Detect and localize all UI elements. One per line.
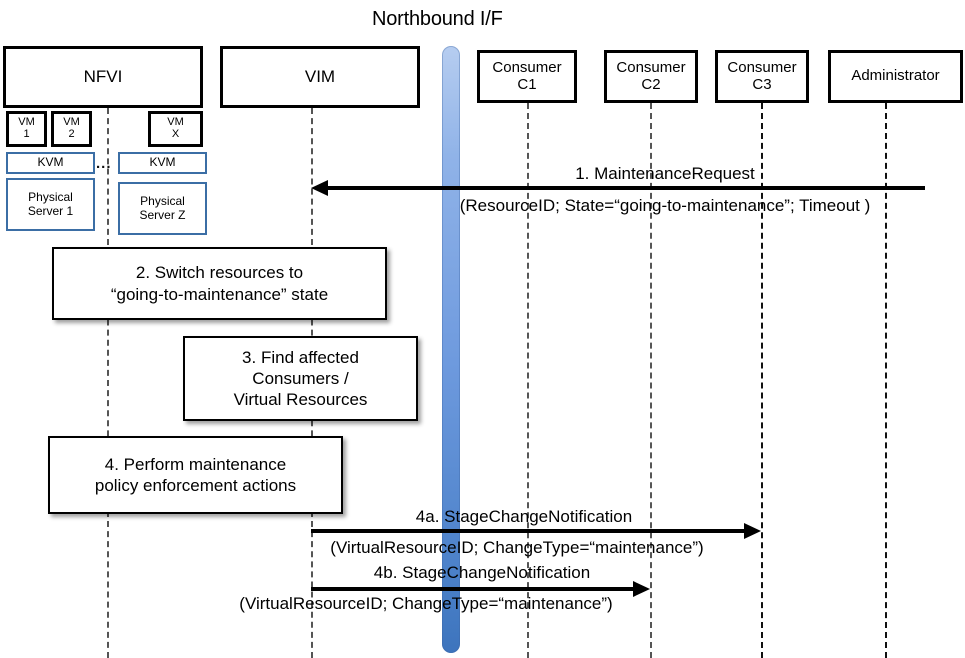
- vm-box-2-line2: 2: [68, 128, 75, 140]
- physical-server-1-box[interactable]: Physical Server 1: [6, 178, 95, 231]
- note-step-4[interactable]: 4. Perform maintenance policy enforcemen…: [48, 436, 343, 514]
- note-step-2-line1: 2. Switch resources to: [135, 263, 304, 283]
- physical-server-z-box[interactable]: Physical Server Z: [118, 182, 207, 235]
- physical-server-z-line2: Server Z: [139, 207, 186, 222]
- note-step-3-line1: 3. Find affected: [242, 347, 359, 367]
- actor-consumer-c2[interactable]: Consumer C2: [604, 50, 698, 103]
- lifeline-administrator: [885, 103, 887, 658]
- actor-consumer-c3[interactable]: Consumer C3: [715, 50, 809, 103]
- vm-box-2[interactable]: VM 2: [51, 111, 92, 147]
- note-step-3-line3: Virtual Resources: [233, 390, 368, 410]
- physical-server-1-line1: Physical: [28, 190, 73, 205]
- lifeline-consumer-c1: [527, 103, 529, 658]
- kvm-box-2-label: KVM: [149, 155, 176, 170]
- actor-consumer-c1[interactable]: Consumer C1: [477, 50, 577, 103]
- actor-consumer-c1-label-line1: Consumer: [492, 58, 562, 76]
- actor-nfvi-label: NFVI: [83, 67, 123, 87]
- message-4b-params: (VirtualResourceID; ChangeType=“maintena…: [239, 594, 613, 613]
- note-step-3-line2: Consumers /: [252, 368, 349, 388]
- ellipsis-separator: ...: [96, 155, 112, 172]
- diagram-title: Northbound I/F: [372, 8, 503, 30]
- kvm-box-1-label: KVM: [37, 155, 64, 170]
- note-step-2-line2: “going-to-maintenance” state: [110, 284, 329, 304]
- vm-box-2-line1: VM: [63, 116, 80, 129]
- physical-server-1-line2: Server 1: [27, 203, 74, 218]
- actor-consumer-c2-label-line2: C2: [641, 75, 661, 93]
- actor-administrator-label: Administrator: [851, 67, 940, 85]
- vm-box-1[interactable]: VM 1: [6, 111, 47, 147]
- actor-nfvi[interactable]: NFVI: [3, 46, 203, 108]
- note-step-4-line1: 4. Perform maintenance: [104, 454, 287, 474]
- note-step-2[interactable]: 2. Switch resources to “going-to-mainten…: [52, 247, 387, 320]
- message-1-label: 1. MaintenanceRequest: [575, 164, 755, 183]
- note-step-3[interactable]: 3. Find affected Consumers / Virtual Res…: [183, 336, 418, 421]
- message-1-arrow-line: [328, 186, 925, 190]
- kvm-box-2[interactable]: KVM: [118, 152, 207, 174]
- message-4a-arrow-head: [744, 523, 761, 539]
- actor-consumer-c3-label-line1: Consumer: [727, 58, 797, 76]
- message-1-params: (ResourceID; State=“going-to-maintenance…: [459, 196, 871, 215]
- actor-consumer-c1-label-line2: C1: [517, 75, 537, 93]
- vm-box-1-line1: VM: [18, 116, 35, 129]
- actor-consumer-c2-label-line1: Consumer: [616, 58, 686, 76]
- message-4b-arrow-line: [311, 587, 633, 591]
- actor-vim-label: VIM: [304, 67, 336, 87]
- kvm-box-1[interactable]: KVM: [6, 152, 95, 174]
- actor-vim[interactable]: VIM: [220, 46, 420, 108]
- lifeline-consumer-c2: [650, 103, 652, 658]
- message-4b-label: 4b. StageChangeNotification: [373, 563, 591, 582]
- lifeline-nfvi: [107, 108, 109, 658]
- note-step-4-line2: policy enforcement actions: [94, 476, 297, 495]
- message-1-arrow-head: [311, 180, 328, 196]
- northbound-interface-bar: [442, 46, 460, 653]
- vm-box-x-line2: X: [171, 128, 180, 140]
- lifeline-consumer-c3: [761, 103, 763, 658]
- message-4a-params: (VirtualResourceID; ChangeType=“maintena…: [330, 538, 704, 557]
- message-4a-arrow-line: [311, 529, 744, 533]
- vm-box-x[interactable]: VM X: [148, 111, 203, 147]
- actor-administrator[interactable]: Administrator: [828, 50, 963, 103]
- physical-server-z-line1: Physical: [140, 194, 185, 209]
- vm-box-1-line2: 1: [23, 128, 30, 140]
- actor-consumer-c3-label-line2: C3: [752, 75, 772, 93]
- vm-box-x-line1: VM: [167, 116, 184, 129]
- message-4a-label: 4a. StageChangeNotification: [415, 507, 633, 526]
- message-4b-arrow-head: [633, 581, 650, 597]
